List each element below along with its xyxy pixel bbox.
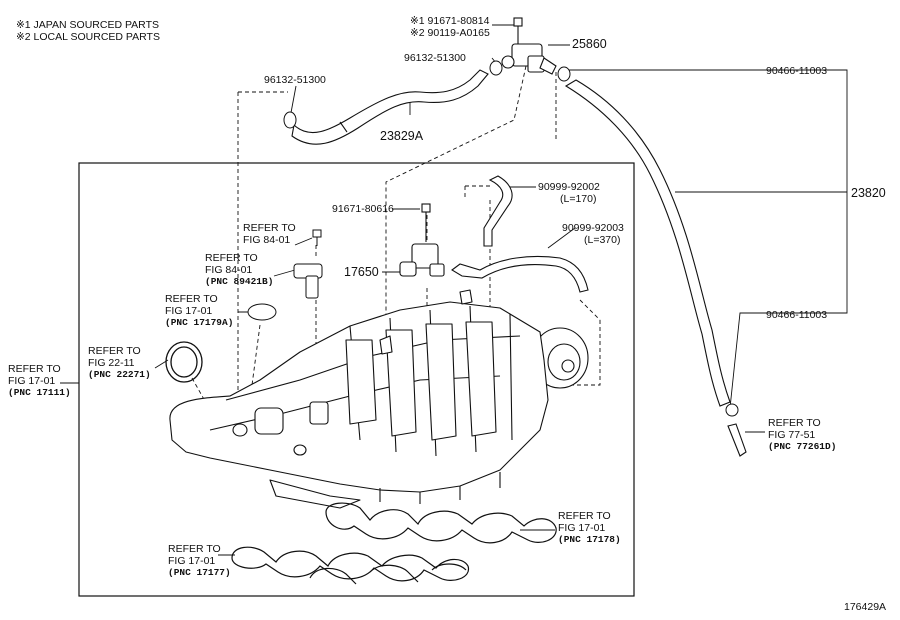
part-bolt-local: ※2 90119-A0165 — [410, 27, 490, 39]
part-clip-d: 90466-11003 — [766, 309, 828, 321]
ref-figure: FIG 17-01 — [165, 305, 213, 317]
ref-figure: FIG 84-01 — [205, 264, 253, 276]
part-hose-23829a: 23829A — [380, 129, 424, 143]
ref-fig17-gasket-upper: REFER TO FIG 17-01 (PNC 17178) — [558, 510, 621, 546]
part-clip-c: 90466-11003 — [766, 65, 828, 77]
part-hose-370: 90999-92003 — [562, 222, 624, 234]
part-vsv-top: 25860 — [572, 37, 607, 51]
part-bolt-mid: 91671-80616 — [332, 203, 394, 215]
part-hose-170: 90999-92002 — [538, 181, 600, 193]
manifold-gaskets — [231, 502, 557, 585]
ref-label: REFER TO — [205, 252, 258, 264]
legend-japan: ※1 JAPAN SOURCED PARTS — [16, 19, 159, 31]
ref-fig17-manifold: REFER TO FIG 17-01 (PNC 17111) — [8, 363, 71, 399]
ref-figure: FIG 84-01 — [243, 234, 291, 246]
ref-pnc: (PNC 17178) — [558, 534, 621, 545]
part-hose-170-length: (L=170) — [560, 193, 597, 205]
ref-pnc: (PNC 17111) — [8, 387, 71, 398]
ref-label: REFER TO — [243, 222, 296, 234]
figure-id: 176429A — [844, 601, 887, 613]
ref-label: REFER TO — [768, 417, 821, 429]
ref-pnc: (PNC 77261D) — [768, 441, 837, 452]
ref-fig84-bolt: REFER TO FIG 84-01 — [243, 222, 296, 246]
intake-manifold — [169, 289, 549, 509]
part-hose-main: 23820 — [851, 186, 886, 200]
ref-fig77: REFER TO FIG 77-51 (PNC 77261D) — [768, 417, 836, 453]
ref-fig22-gasket: REFER TO FIG 22-11 (PNC 22271) — [88, 345, 151, 381]
part-clip-a: 96132-51300 — [264, 74, 326, 86]
ref-label: REFER TO — [165, 293, 218, 305]
hose-23829a — [291, 69, 489, 145]
part-clip-b: 96132-51300 — [404, 52, 466, 64]
vsv-top — [501, 17, 557, 75]
ref-label: REFER TO — [558, 510, 611, 522]
ref-pnc: (PNC 22271) — [88, 369, 151, 380]
throttle-body — [531, 327, 589, 389]
part-bolt-japan: ※1 91671-80814 — [410, 15, 490, 27]
ref-figure: FIG 77-51 — [768, 429, 816, 441]
part-hose-370-length: (L=370) — [584, 234, 621, 246]
ref-figure: FIG 17-01 — [558, 522, 606, 534]
vsv-mid — [399, 203, 445, 277]
ref-fig17-gasket-lower: REFER TO FIG 17-01 (PNC 17177) — [168, 543, 231, 579]
ref-pnc: (PNC 89421B) — [205, 276, 274, 287]
ref-figure: FIG 17-01 — [168, 555, 216, 567]
ref-fig17-oring: REFER TO FIG 17-01 (PNC 17179A) — [165, 293, 233, 329]
small-hoses — [451, 175, 589, 293]
ref-label: REFER TO — [88, 345, 141, 357]
ref-pnc: (PNC 17177) — [168, 567, 231, 578]
ref-label: REFER TO — [168, 543, 221, 555]
assembly-frame — [78, 162, 635, 597]
ref-figure: FIG 17-01 — [8, 375, 56, 387]
ref-fig84-sensor: REFER TO FIG 84-01 (PNC 89421B) — [205, 252, 273, 288]
sensor-parts — [247, 229, 323, 321]
hose-clips — [283, 60, 739, 417]
part-vsv-mid: 17650 — [344, 265, 379, 279]
hose-23820 — [564, 79, 747, 457]
legend-local: ※2 LOCAL SOURCED PARTS — [16, 31, 160, 43]
ref-pnc: (PNC 17179A) — [165, 317, 234, 328]
ref-figure: FIG 22-11 — [88, 357, 135, 369]
throttle-gasket — [165, 341, 203, 383]
ref-label: REFER TO — [8, 363, 61, 375]
